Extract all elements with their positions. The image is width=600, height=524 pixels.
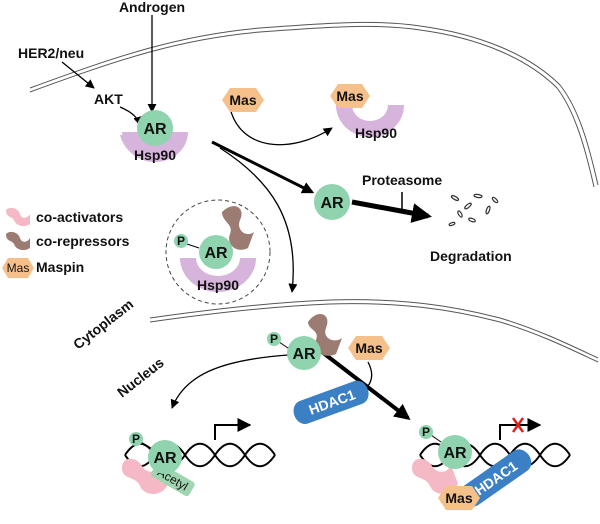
- mas-label-right: Mas: [336, 88, 363, 104]
- mas-label-top: Mas: [229, 92, 256, 108]
- nuclear-membrane: [149, 299, 599, 363]
- mas-hexagon-right: [330, 84, 370, 108]
- ar-label-nucleus: AR: [292, 346, 316, 363]
- hsp90-label-right: Hsp90: [355, 125, 397, 141]
- mas-label-nucleus: Mas: [355, 340, 382, 356]
- hdac1-middle: HDAC1: [293, 380, 369, 425]
- ar-circle-active: [148, 440, 182, 474]
- proteasome-label: Proteasome: [362, 172, 442, 188]
- ar-circle-circle: [199, 235, 233, 269]
- her2-to-akt-arrow: [61, 61, 95, 89]
- nucleus-label: Nucleus: [114, 354, 167, 400]
- ar-to-degradation-arrow: [351, 199, 432, 223]
- nucleus-to-coactivator-arrow: [170, 354, 289, 409]
- dashed-complex-circle: [165, 199, 271, 305]
- ar-to-nucleus-arrow: [219, 147, 298, 293]
- ar-label-free: AR: [320, 195, 344, 212]
- cytoplasm-label: Cytoplasm: [70, 296, 136, 353]
- hsp90-arc-right: [336, 105, 404, 137]
- p-label-active: P: [132, 432, 140, 446]
- mas-to-hsp90-arrow: [229, 107, 333, 146]
- legend-maspin-swatch: [2, 258, 34, 278]
- cell-membrane: [29, 21, 599, 188]
- hsp90-arc-top: [122, 132, 188, 162]
- ar-circle-repressed: [438, 435, 472, 469]
- ar-to-free-ar-arrow: [211, 140, 315, 194]
- hsp90-arc-circle: [180, 258, 256, 292]
- coactivator-shape-left: [122, 458, 168, 494]
- akt-label: AKT: [94, 91, 123, 107]
- mas-hexagon-bottom: [438, 486, 480, 510]
- ar-label-top: AR: [143, 121, 167, 138]
- legend-coactivators: co-activators: [36, 209, 123, 225]
- blocked-x-icon: [511, 417, 525, 433]
- p-circle-nucleus: [267, 332, 281, 346]
- ar-circle-nucleus: [287, 336, 321, 370]
- androgen-label: Androgen: [119, 0, 185, 15]
- ar-label-repressed: AR: [443, 445, 467, 462]
- transcription-arrow-blocked: [499, 418, 542, 440]
- p-link-repressed: [430, 434, 442, 443]
- mas-hexagon-top: [222, 88, 264, 112]
- hsp90-label-circle: Hsp90: [197, 277, 239, 293]
- p-circle-circle: [174, 234, 188, 248]
- legend-corepressor-swatch: [6, 231, 30, 251]
- ar-circle-top: [137, 110, 173, 146]
- legend-coactivator-swatch: [6, 207, 30, 227]
- legend-maspin-abbr: Mas: [7, 261, 30, 275]
- p-link-active: [140, 441, 152, 449]
- her2-label: HER2/neu: [18, 45, 84, 61]
- mas-label-bottom: Mas: [445, 490, 472, 506]
- coactivator-shape-right: [412, 458, 458, 494]
- corepressor-shape-circle: [222, 206, 254, 250]
- p-circle-active: [129, 432, 143, 446]
- dna-helix-left: [124, 442, 276, 468]
- p-label-nucleus: P: [270, 332, 278, 346]
- p-link-nucleus: [278, 341, 289, 349]
- p-label-circle: P: [177, 234, 185, 248]
- degradation-label: Degradation: [430, 248, 512, 264]
- ar-label-active: AR: [153, 450, 177, 467]
- legend-maspin: Maspin: [36, 259, 84, 275]
- mas-hexagon-nucleus: [348, 336, 390, 360]
- p-label-repressed: P: [422, 425, 430, 439]
- degradation-fragments: [448, 193, 499, 227]
- p-link-circle: [186, 243, 200, 249]
- legend-corepressors: co-repressors: [36, 233, 130, 249]
- ar-circle-free: [314, 184, 350, 220]
- hsp90-label-top: Hsp90: [134, 147, 176, 163]
- p-circle-repressed: [419, 425, 433, 439]
- ar-label-circle: AR: [204, 245, 228, 262]
- legend: co-activators co-repressors Mas Maspin: [2, 207, 130, 278]
- transcription-arrow-active: [214, 418, 252, 440]
- akt-to-ar-arrow: [119, 106, 143, 126]
